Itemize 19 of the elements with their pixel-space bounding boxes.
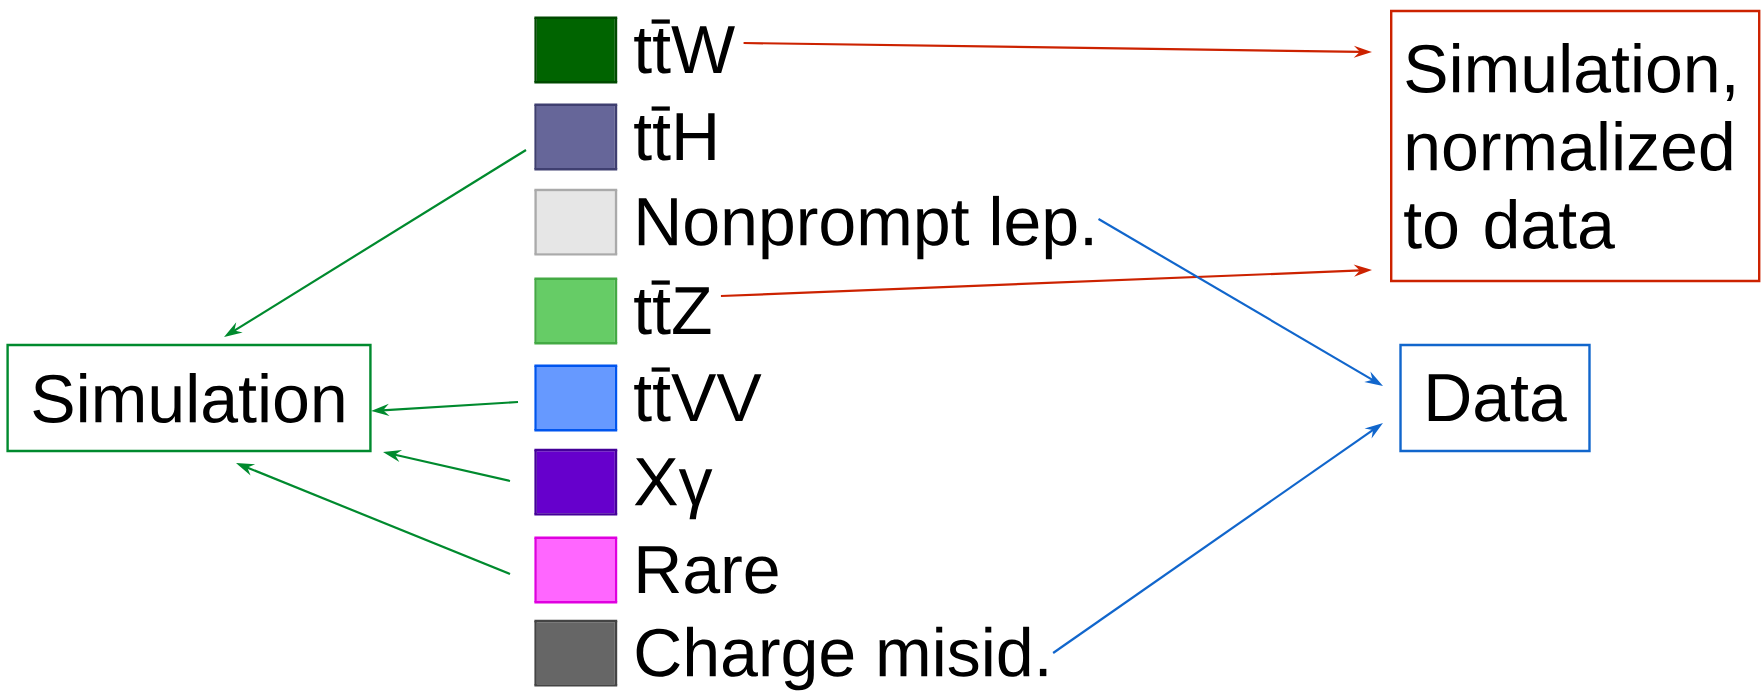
- legend-entry: tt̄H: [534, 103, 715, 171]
- legend-entry: Rare: [534, 536, 778, 604]
- node-label: tt̄Z: [634, 280, 711, 335]
- node-label: tt̄H: [634, 106, 715, 161]
- node-label: tt̄W: [634, 19, 735, 74]
- label-box: Simulation, normalized to data: [1390, 9, 1761, 283]
- node-label: Charge misid.: [636, 626, 1047, 691]
- node-label: Nonprompt lep.: [638, 195, 1092, 260]
- label-box: Simulation: [6, 343, 372, 453]
- node-label: Xγ: [634, 458, 713, 520]
- legend-entry: tt̄W: [534, 16, 735, 84]
- legend-entry: Nonprompt lep.: [534, 188, 1092, 260]
- label-box: Data: [1399, 343, 1591, 453]
- legend-entry: tt̄VV: [534, 364, 762, 432]
- node-label: tt̄VV: [634, 367, 762, 422]
- legend-entry: Xγ: [534, 448, 713, 520]
- legend-entry: Charge misid.: [534, 619, 1047, 691]
- legend-entry: tt̄Z: [534, 277, 711, 345]
- node-label: Rare: [638, 546, 778, 594]
